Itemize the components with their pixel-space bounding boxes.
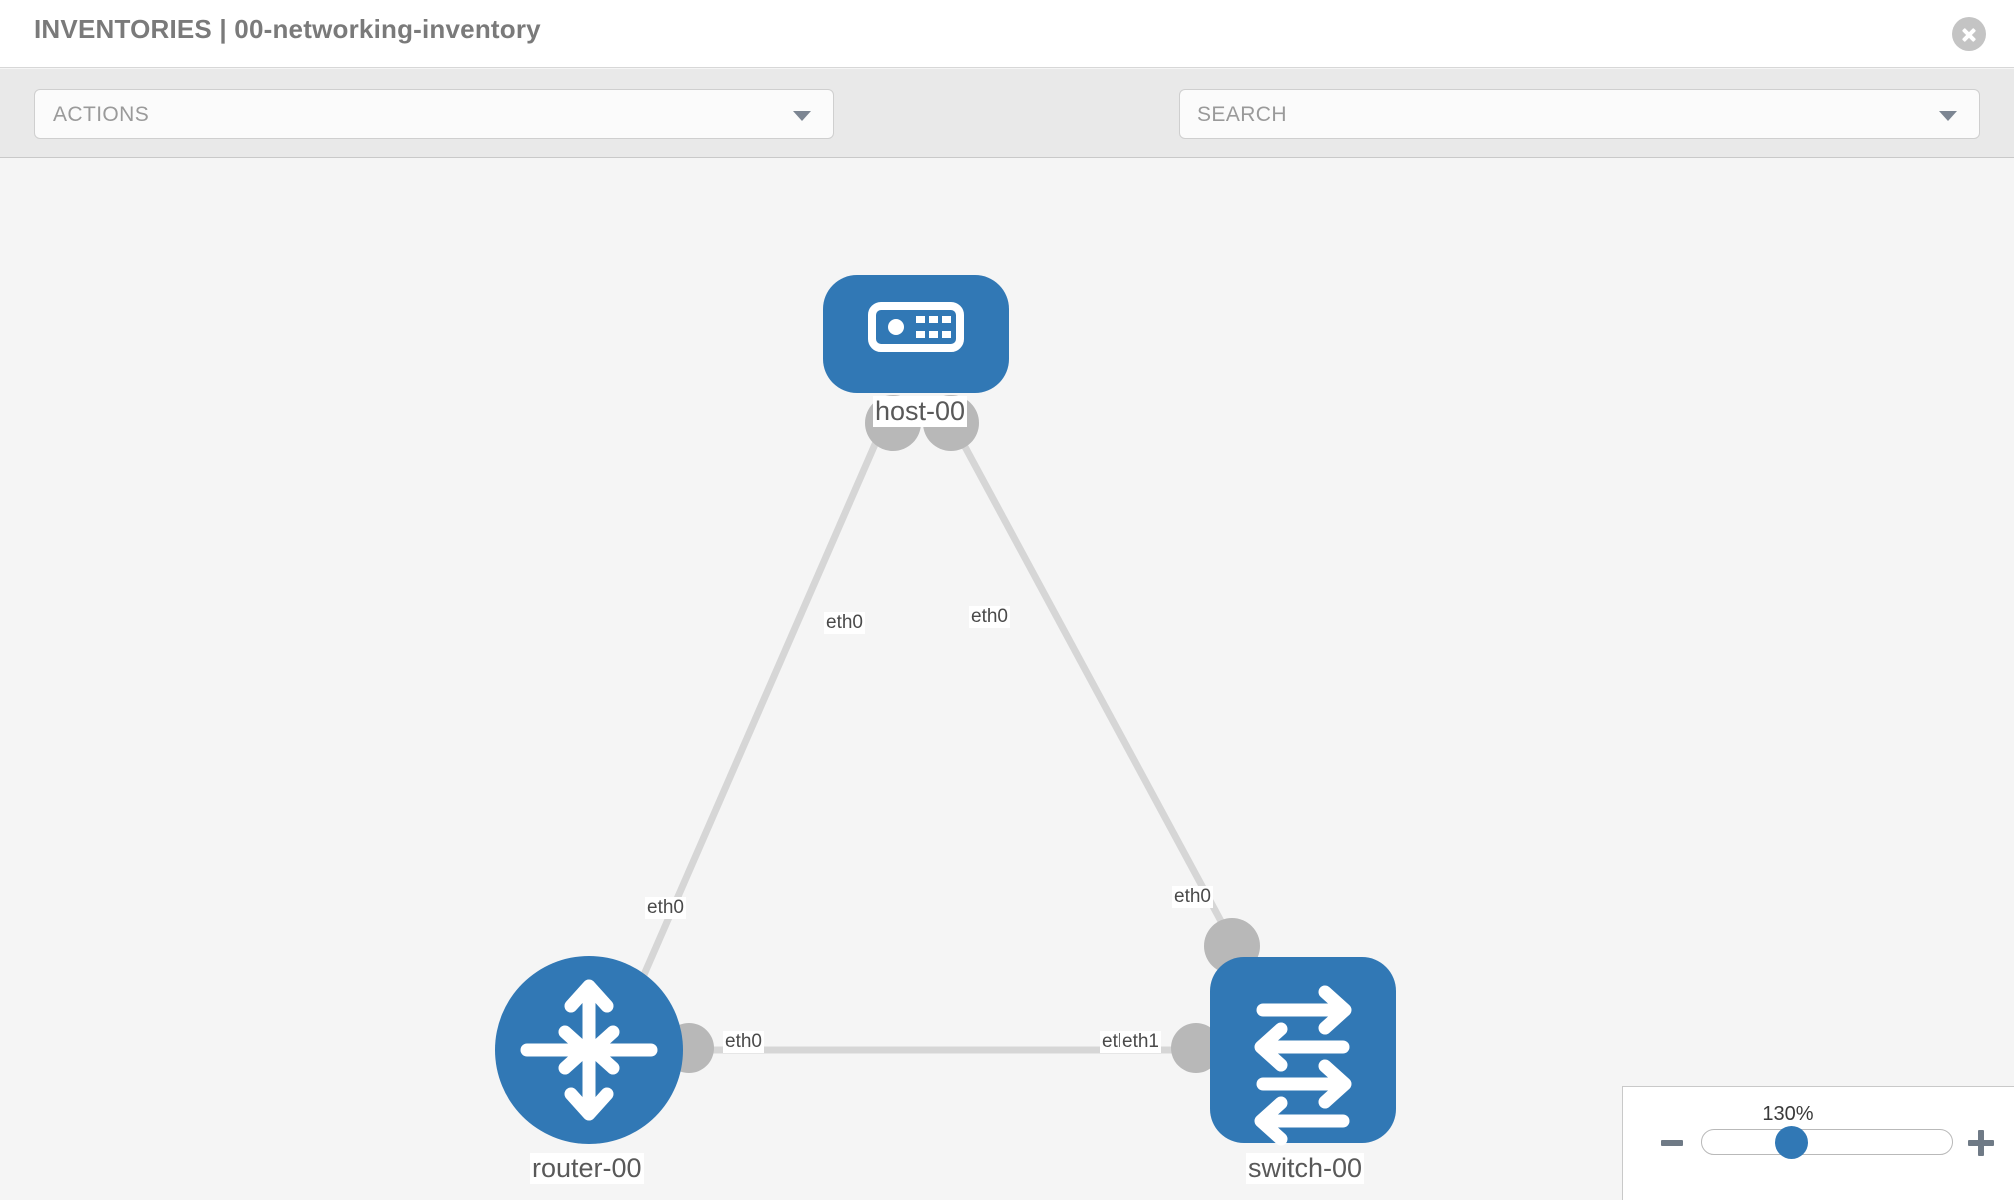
iface-label-router-north: eth0: [645, 897, 686, 919]
zoom-control-panel: 130%: [1622, 1086, 2014, 1200]
search-chevron-down-icon[interactable]: [1939, 111, 1957, 121]
port-switch-west[interactable]: [1171, 1023, 1221, 1073]
switch-arrows-icon: [1254, 985, 1352, 1146]
node-label-router-00: router-00: [530, 1153, 644, 1184]
server-icon: [868, 302, 964, 352]
page-header: INVENTORIES | 00-networking-inventory: [0, 0, 2014, 68]
actions-dropdown[interactable]: ACTIONS: [34, 89, 834, 139]
zoom-slider-thumb[interactable]: [1775, 1126, 1808, 1159]
iface-label-switch-west: eth1: [1120, 1031, 1161, 1053]
iface-label-switch-north: eth0: [1172, 886, 1213, 908]
node-router-00[interactable]: [495, 956, 683, 1144]
zoom-slider-track[interactable]: [1701, 1129, 1953, 1155]
page-title: INVENTORIES | 00-networking-inventory: [34, 14, 541, 44]
link-host-switch[interactable]: [946, 417, 1240, 951]
iface-label-host-right: eth0: [969, 606, 1010, 628]
iface-label-host-left: eth0: [824, 612, 865, 634]
link-router-host[interactable]: [622, 417, 890, 1018]
topology-canvas[interactable]: host-00 router-00 switch-00 eth0 eth0 et…: [0, 159, 2014, 1200]
topology-graph: [495, 275, 1396, 1146]
zoom-level-value: 130%: [1762, 1103, 1814, 1125]
node-switch-00[interactable]: [1210, 957, 1396, 1146]
search-placeholder: SEARCH: [1197, 103, 1287, 126]
zoom-in-button[interactable]: [1968, 1130, 1994, 1156]
actions-dropdown-label: ACTIONS: [53, 103, 150, 126]
iface-label-router-east: eth0: [723, 1031, 764, 1053]
close-icon[interactable]: [1952, 17, 1986, 51]
router-arrows-icon: [520, 979, 658, 1121]
node-label-host-00: host-00: [873, 396, 968, 427]
node-label-switch-00: switch-00: [1246, 1153, 1365, 1184]
node-host-00[interactable]: [823, 275, 1009, 393]
zoom-out-button[interactable]: [1661, 1140, 1683, 1146]
chevron-down-icon: [793, 111, 811, 121]
toolbar: ACTIONS SEARCH: [0, 69, 2014, 201]
search-input[interactable]: SEARCH: [1179, 89, 1980, 139]
